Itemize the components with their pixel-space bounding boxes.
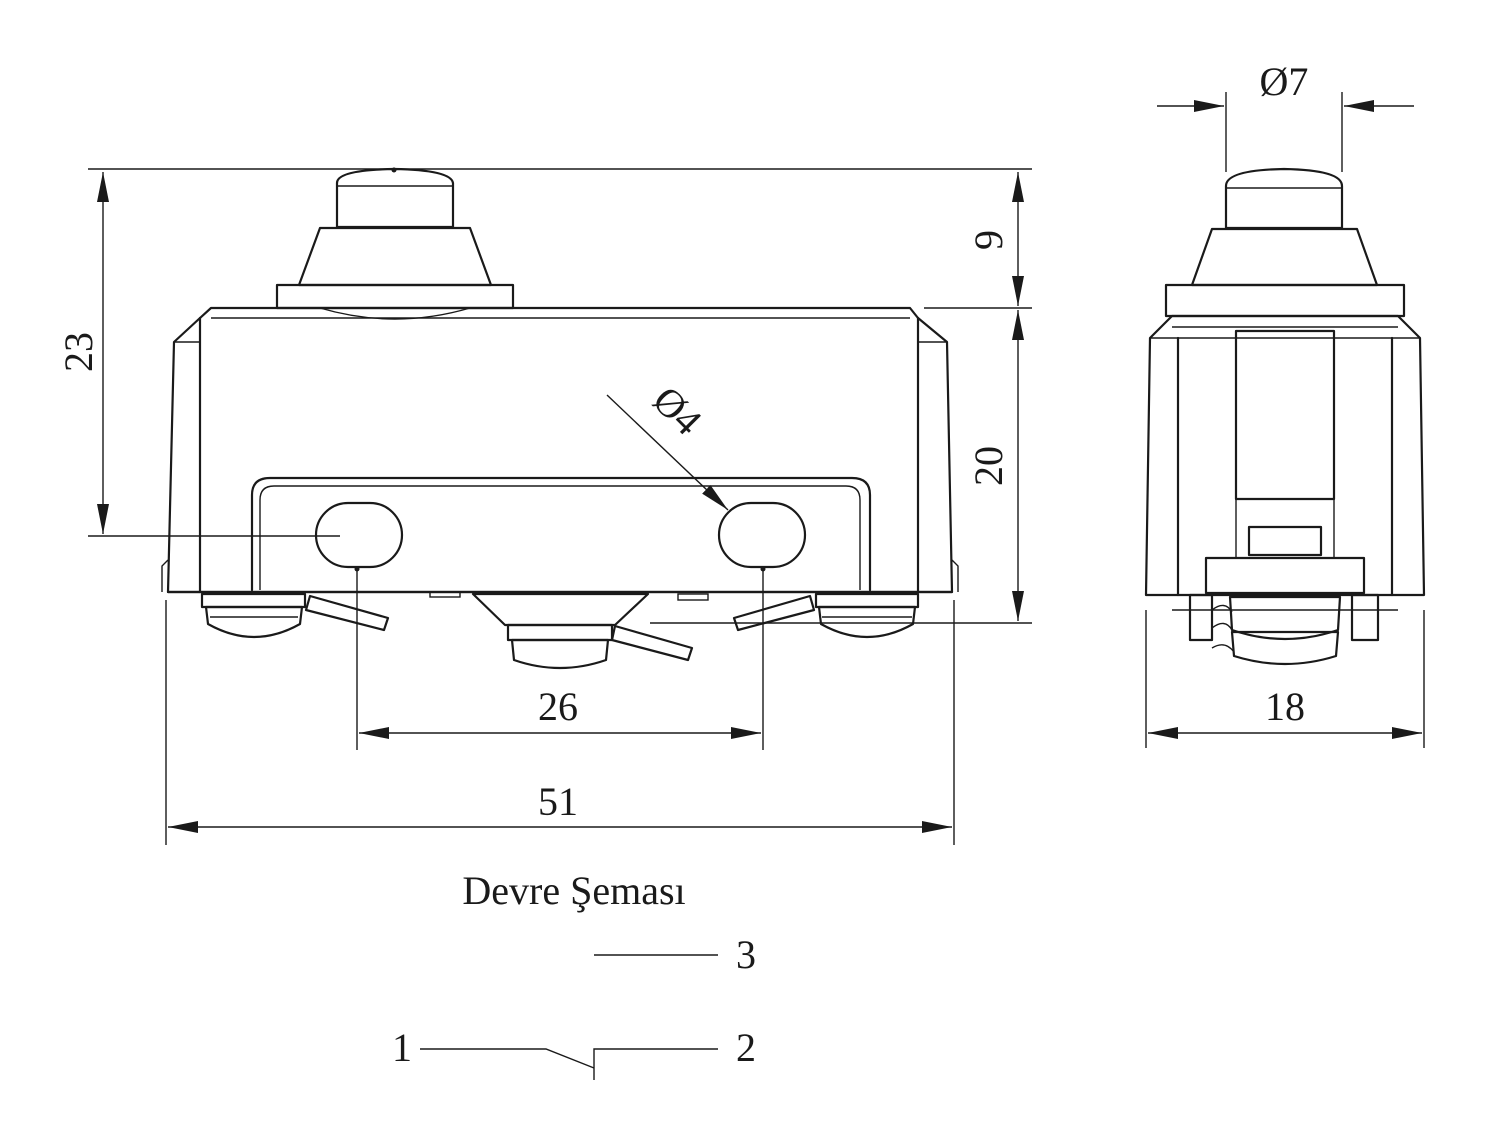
front-dimensions: 23 9 20 Ø4 26 51 xyxy=(56,168,1032,845)
terminal-screw-center xyxy=(510,638,610,670)
mount-hole-left xyxy=(314,501,404,569)
dim-body-height: 20 xyxy=(966,446,1011,486)
side-plunger-collar xyxy=(1190,227,1379,287)
circuit-title: Devre Şeması xyxy=(462,868,685,913)
solder-tab-left xyxy=(304,594,390,632)
side-plunger-cap xyxy=(1224,167,1344,230)
front-view xyxy=(161,167,959,670)
dim-hole-spacing: 26 xyxy=(538,684,578,729)
plunger-collar xyxy=(297,226,493,287)
terminal-screw-right xyxy=(817,605,917,638)
side-body xyxy=(1144,314,1426,597)
nc-contact-line xyxy=(593,1048,718,1080)
dim-body-width: 18 xyxy=(1265,684,1305,729)
switch-blade xyxy=(420,1048,595,1069)
plunger-cap xyxy=(335,167,455,229)
solder-tab-center xyxy=(610,624,694,662)
terminal-label-3: 3 xyxy=(736,932,756,977)
terminal-label-1: 1 xyxy=(392,1025,412,1070)
switch-body xyxy=(166,306,954,594)
solder-tab-right xyxy=(732,594,816,632)
dim-total-height: 23 xyxy=(56,332,101,372)
dim-hole-diameter: Ø4 xyxy=(644,377,710,443)
side-view xyxy=(1144,167,1426,666)
terminal-screw-left xyxy=(204,605,304,638)
side-actuator xyxy=(1234,329,1336,501)
dim-total-length: 51 xyxy=(538,779,578,824)
mount-hole-right xyxy=(717,501,807,569)
side-top-flange xyxy=(1164,283,1406,318)
dim-plunger-height: 9 xyxy=(966,230,1011,250)
terminal-label-2: 2 xyxy=(736,1025,756,1070)
circuit-diagram: Devre Şeması 3 1 2 xyxy=(392,868,756,1080)
label-panel xyxy=(250,476,872,592)
side-dimensions: Ø7 18 xyxy=(1145,59,1425,748)
top-flange xyxy=(275,283,515,310)
dim-plunger-diameter: Ø7 xyxy=(1260,59,1309,104)
